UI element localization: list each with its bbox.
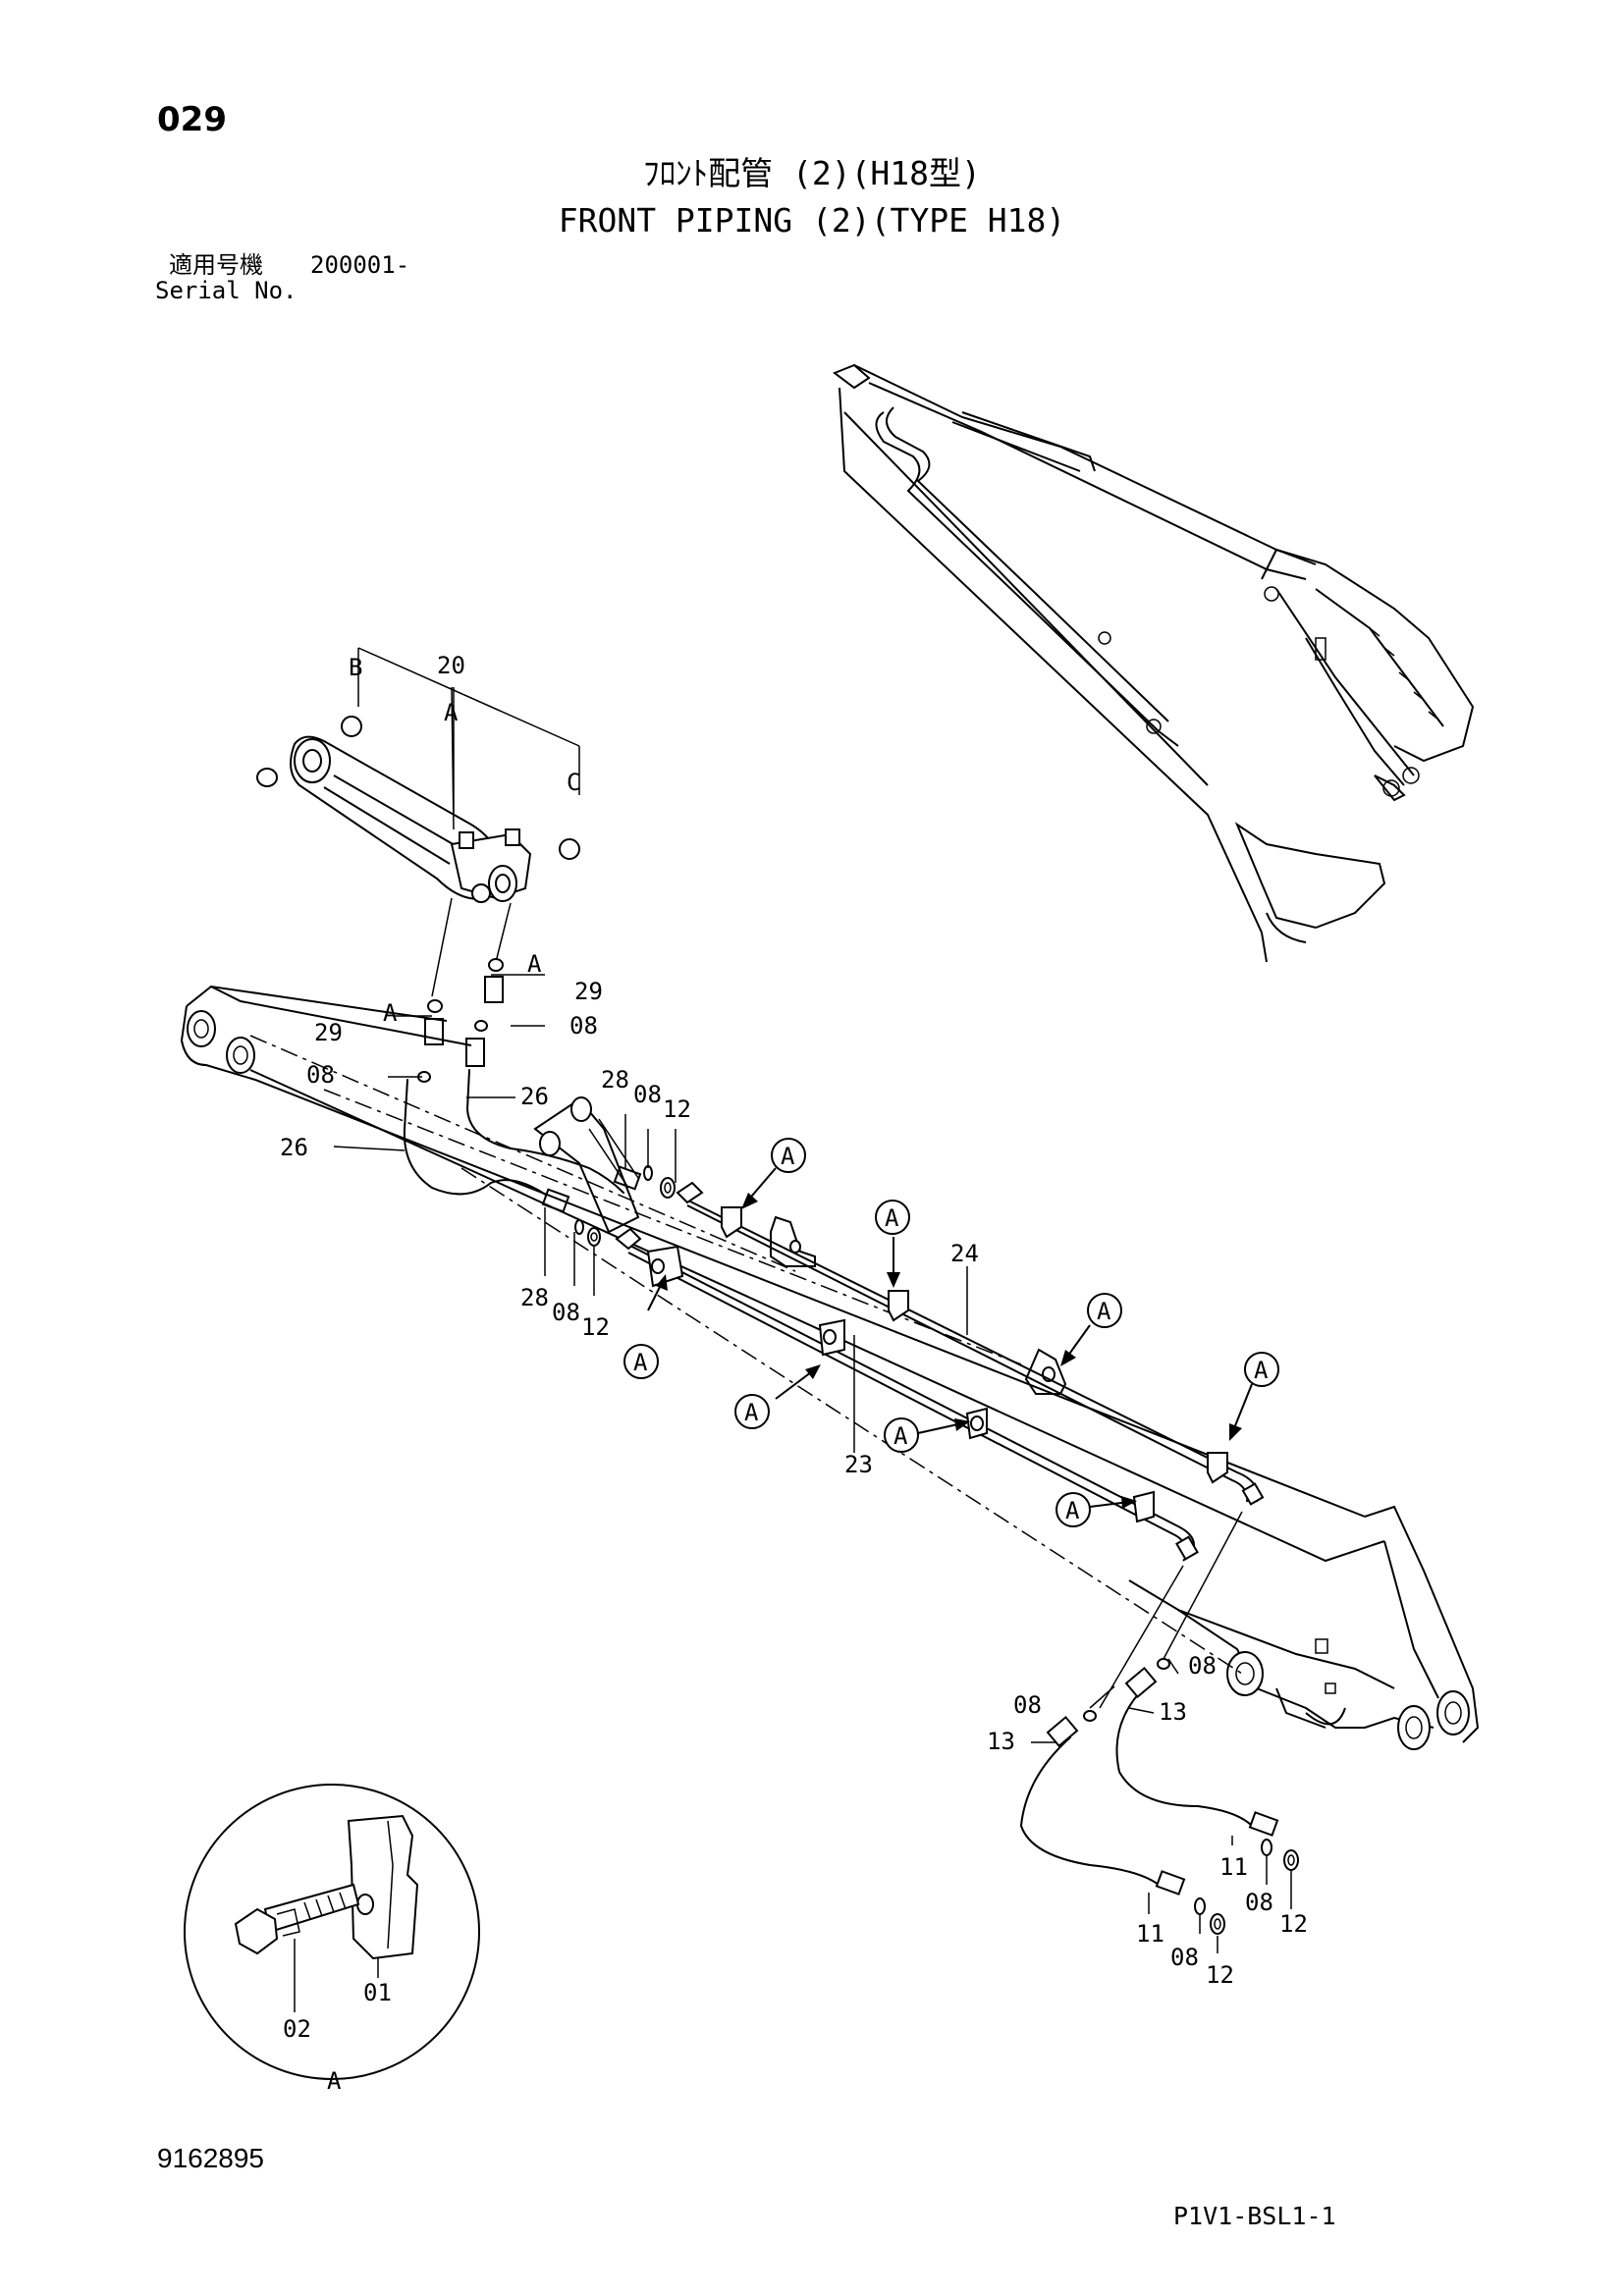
callout-23: 23 <box>844 1451 873 1478</box>
page-code: P1V1-BSL1-1 <box>1173 2202 1336 2230</box>
callout-26-right: 26 <box>520 1083 549 1110</box>
callout-a-right-fitting: A <box>527 950 542 978</box>
callout-08-right: 08 <box>569 1012 598 1040</box>
callout-08-hose-left: 08 <box>1013 1691 1042 1719</box>
clamp-marker-a-6: A <box>744 1399 759 1426</box>
serial-label: Serial No. <box>155 277 298 304</box>
callout-08-end-right: 08 <box>1245 1889 1273 1916</box>
callout-02: 02 <box>283 2015 311 2043</box>
callout-08-top: 08 <box>633 1081 662 1108</box>
pipes-and-clamps <box>615 1181 1265 1562</box>
serial-label-japanese: 適用号機 <box>169 251 263 279</box>
callout-24: 24 <box>950 1240 979 1267</box>
callout-29-right: 29 <box>574 978 603 1005</box>
callout-12-bottom: 12 <box>581 1313 610 1341</box>
clamp-marker-a-5: A <box>633 1349 648 1376</box>
callout-20: 20 <box>437 652 465 679</box>
clamp-marker-a-3: A <box>1097 1298 1111 1325</box>
callout-12-top: 12 <box>663 1095 691 1123</box>
callout-01: 01 <box>363 1979 392 2006</box>
callout-13-right: 13 <box>1159 1698 1187 1726</box>
document-code: 9162895 <box>157 2143 265 2173</box>
clamp-marker-a-8: A <box>1065 1497 1080 1524</box>
callout-c: C <box>567 769 580 796</box>
clamp-location-markers <box>623 1138 1279 1527</box>
callout-a-cylinder: A <box>444 699 459 726</box>
callout-11-right: 11 <box>1219 1853 1248 1881</box>
callout-08-bottom: 08 <box>552 1299 580 1326</box>
clamp-marker-a-4: A <box>1254 1357 1269 1384</box>
callout-12-end-right: 12 <box>1279 1910 1308 1938</box>
callout-29-left: 29 <box>314 1019 343 1046</box>
center-lines <box>249 1035 1243 1675</box>
lower-hoses <box>1019 1511 1299 1935</box>
page-title: FRONT PIPING (2)(TYPE H18) <box>558 201 1066 240</box>
callout-a-detail: A <box>327 2067 342 2095</box>
page-title-japanese: ﾌﾛﾝﾄ配管 (2)(H18型) <box>643 154 981 192</box>
callout-labels: 20 A B C A 29 08 26 A 29 08 26 28 08 12 … <box>280 652 1308 2095</box>
clamp-marker-a-7: A <box>893 1422 908 1450</box>
callout-08-end-left: 08 <box>1170 1944 1199 1971</box>
clamp-marker-a-1: A <box>781 1143 795 1170</box>
clamp-marker-a-2: A <box>885 1204 899 1232</box>
callout-a-left-fitting: A <box>383 999 398 1027</box>
callout-08-hose-right: 08 <box>1188 1652 1217 1680</box>
callout-26-left: 26 <box>280 1134 308 1161</box>
overview-boom-arm-sketch <box>832 363 1475 963</box>
callout-b: B <box>349 654 362 681</box>
callout-13-left: 13 <box>987 1728 1015 1755</box>
callout-08-left: 08 <box>306 1061 335 1089</box>
serial-number: 200001- <box>310 251 410 279</box>
callout-12-end-left: 12 <box>1206 1961 1234 1989</box>
arm-cylinder-assembly <box>256 647 580 903</box>
callout-28-bottom: 28 <box>520 1284 549 1311</box>
leader-lines <box>333 686 1292 1953</box>
callout-11-left: 11 <box>1136 1920 1164 1948</box>
page-number: 029 <box>157 100 227 139</box>
detail-a-view <box>184 1784 480 2080</box>
callout-28-top: 28 <box>601 1066 629 1094</box>
boom-outline <box>180 985 1480 1750</box>
